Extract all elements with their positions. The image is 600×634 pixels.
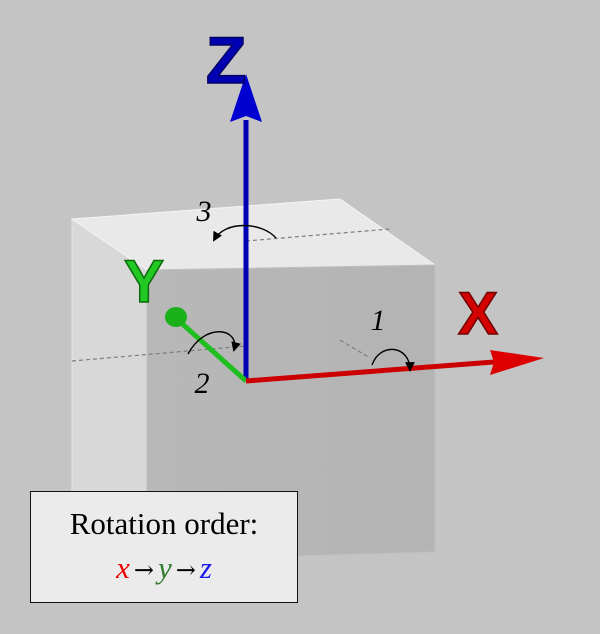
order-x: x	[116, 550, 130, 585]
y-axis-label: Y	[124, 248, 164, 315]
rotation-1-label: 1	[371, 304, 386, 337]
x-axis-label: X	[458, 280, 498, 347]
cube-front-face	[146, 264, 436, 561]
cube-mid-lines	[71, 228, 391, 362]
order-z: z	[199, 550, 212, 585]
rotation-3-label: 3	[196, 195, 212, 228]
x-axis: X	[245, 279, 544, 384]
y-axis: Y	[123, 247, 248, 383]
z-axis-label: Z	[206, 23, 246, 97]
caption-title: Rotation order:	[69, 506, 259, 541]
rotation-order-caption: Rotation order: x→y→z	[30, 491, 298, 603]
rotation-2-label: 2	[195, 367, 210, 400]
order-arrow-1: →	[133, 556, 154, 584]
x-axis-arrowhead	[490, 350, 544, 375]
rotation-arrows	[187, 224, 415, 372]
rotation-1-curl	[371, 348, 415, 372]
z-axis: Z	[205, 22, 262, 381]
z-axis-arrowhead	[230, 74, 262, 122]
order-arrow-2: →	[175, 556, 196, 584]
caption-order: x→y→z	[31, 550, 297, 588]
y-axis-arrowhead	[165, 307, 187, 327]
rotation-2-curl	[187, 331, 241, 355]
rotation-3-curl	[213, 224, 277, 242]
order-y: y	[157, 550, 172, 585]
